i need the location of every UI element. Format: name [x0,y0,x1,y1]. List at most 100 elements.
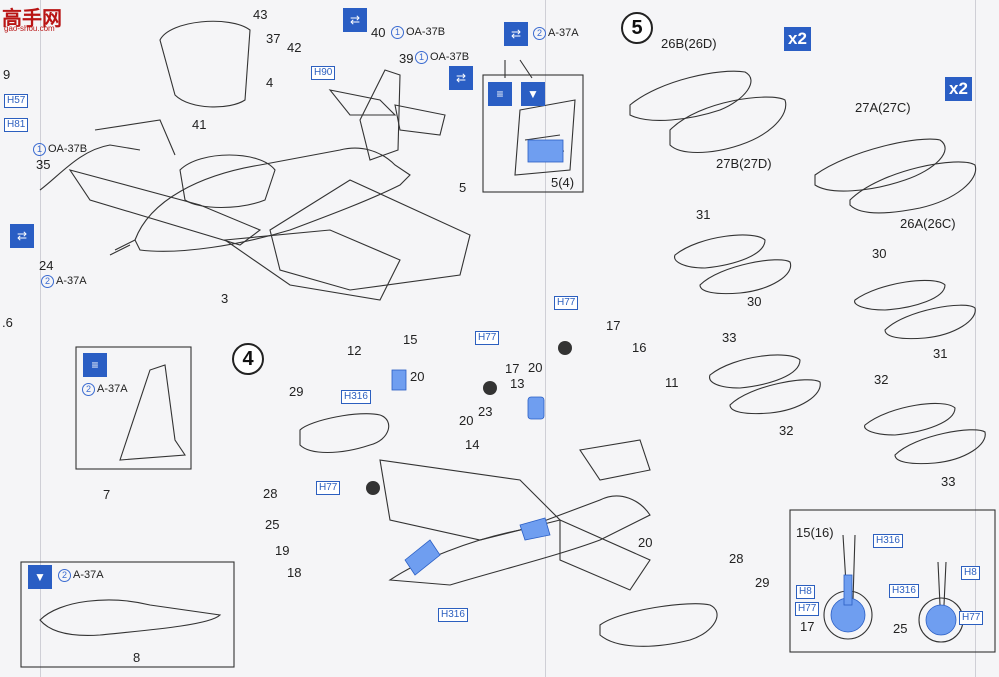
part-number: 20 [410,369,425,384]
quantity-badge: x2 [784,27,811,51]
watermark-url: gao-shou.com [4,24,55,33]
part-number: 35 [36,157,51,172]
tailplane-left [328,89,397,116]
wheel-step4-25 [366,481,380,495]
swap-arrows-icon: ⇄ [343,8,367,32]
wing-step4-left [379,459,562,541]
blue-part-step3 [527,139,564,163]
canopy-inset-shape [39,599,222,636]
tail-step4 [579,439,651,481]
part-number: 19 [275,543,290,558]
part-number: 17 [505,361,520,376]
gear-box-frame [789,509,996,653]
part-number: 17 [800,619,815,634]
part-number: 43 [253,7,268,22]
part-number: 7 [103,487,111,502]
part-number: 42 [287,40,302,55]
nose-probe [109,239,136,256]
part-number: 13 [510,376,525,391]
part-number: 28 [263,486,278,501]
wing-lower [223,229,401,301]
part-number: 3 [221,291,229,306]
part-number: 23 [478,404,493,419]
pylon-31 [674,234,766,269]
paint-code: H57 [4,94,29,108]
part-number: 31 [696,207,711,222]
swap-arrows-icon: ⇄ [449,66,473,90]
swap-arrows-icon: ⇄ [10,224,34,248]
tank-29 [299,413,390,453]
part-number: 15 [403,332,418,347]
part-number: 12 [347,343,362,358]
step-5-marker: 5 [621,12,653,44]
part-number: 14 [465,437,480,452]
decal-icon: ≡ [488,82,512,106]
pitot-boom [39,144,141,191]
part-number: 20 [459,413,474,428]
insert-panel [514,99,576,176]
part-number: 24 [39,258,54,273]
tank-27b [669,96,787,153]
tank-26a [849,161,977,214]
paint-drop-icon: ▼ [521,82,545,106]
blue-part-step4-a [404,539,441,576]
wheel-step4-17b [558,341,572,355]
insert-box-frame [482,74,584,193]
fuel-probe [94,119,176,156]
part-number: 40 [371,25,386,40]
part-number: 37 [266,31,281,46]
part-number: 33 [941,474,956,489]
tank-26b [629,70,752,121]
fold-line [975,0,976,677]
paint-code: H316 [889,584,919,598]
quantity-badge: x2 [945,77,972,101]
fuselage-step4 [388,495,651,586]
paint-drop-icon: ▼ [28,565,52,589]
pylon-32 [864,402,956,436]
pylon-33 [709,354,801,389]
paint-code: H316 [341,390,371,404]
tank-33 [894,429,986,465]
part-number: 30 [872,246,887,261]
paint-code: H90 [311,66,336,80]
part-number: 16 [632,340,647,355]
part-number: 30 [747,294,762,309]
part-number: 20 [638,535,653,550]
canopy-inset-frame [20,561,235,668]
canopy-frame [179,154,276,209]
tank-30 [699,259,792,295]
part-number: 28 [729,551,744,566]
part-number: 4 [266,75,274,90]
tailplane-fin [359,69,401,161]
part-number: 9 [3,67,11,82]
fin-inset-shape [119,364,186,461]
paint-code: H77 [795,602,820,616]
part-number: 11 [665,375,679,390]
part-number: 5(4) [551,175,575,190]
part-number: .6 [2,315,13,330]
paint-code: H77 [959,611,984,625]
wing-right [269,179,471,291]
canopy-upper [159,20,251,108]
part-number: 20 [528,360,543,375]
tank-28 [599,603,718,647]
wheel-step4-17 [483,381,497,395]
part-number: 31 [933,346,948,361]
fin-inset-frame [75,346,192,470]
part-number: 25 [893,621,908,636]
part-number: 8 [133,650,141,665]
part-number: 26A(26C) [900,216,956,231]
paint-code: H77 [316,481,341,495]
part-number: 27B(27D) [716,156,772,171]
part-number: 33 [722,330,737,345]
watermark-logo: 高手网 [2,8,62,30]
paint-code: H77 [475,331,500,345]
fold-line [40,0,41,677]
part-number: 32 [779,423,794,438]
part-number: 26B(26D) [661,36,717,51]
